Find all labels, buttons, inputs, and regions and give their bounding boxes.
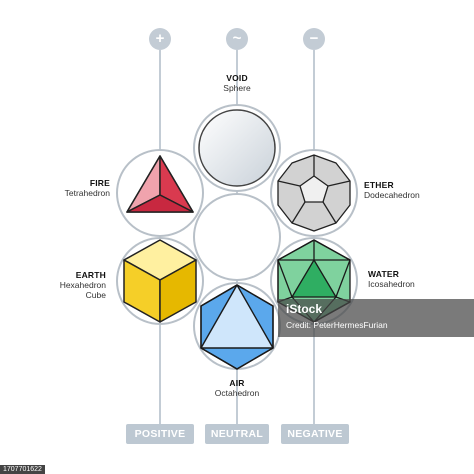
neutral-symbol: ~ — [226, 28, 248, 50]
fire-label: FIRE Tetrahedron — [40, 178, 110, 198]
earth-subtitle: Hexahedron — [59, 280, 106, 291]
positive-pill: POSITIVE — [126, 424, 194, 444]
water-label: WATER Icosahedron — [368, 269, 440, 289]
earth-subtitle-2: Cube — [85, 290, 106, 301]
water-subtitle: Icosahedron — [368, 279, 415, 290]
earth-label: EARTH Hexahedron Cube — [40, 270, 106, 301]
water-title: WATER — [368, 269, 400, 279]
watermark-logo: iStock — [286, 302, 323, 316]
watermark-credit: Credit: PeterHermesFurian — [286, 320, 388, 330]
void-subtitle: Sphere — [223, 83, 251, 94]
earth-title: EARTH — [75, 270, 106, 280]
stock-id-badge: 1707701622 — [0, 465, 45, 474]
center-ring — [193, 193, 281, 281]
air-subtitle: Octahedron — [214, 388, 260, 399]
void-title: VOID — [226, 73, 248, 83]
positive-symbol: + — [149, 28, 171, 50]
negative-symbol: − — [303, 28, 325, 50]
ether-title: ETHER — [364, 180, 394, 190]
dodecahedron-shape — [277, 154, 351, 232]
tetrahedron-shape — [126, 155, 194, 213]
air-label: AIR Octahedron — [197, 378, 277, 398]
ether-subtitle: Dodecahedron — [364, 190, 420, 201]
air-title: AIR — [229, 378, 245, 388]
fire-title: FIRE — [89, 178, 110, 188]
ether-label: ETHER Dodecahedron — [364, 180, 442, 200]
istock-watermark: iStock Credit: PeterHermesFurian — [278, 299, 474, 337]
fire-subtitle: Tetrahedron — [64, 188, 110, 199]
neutral-pill: NEUTRAL — [205, 424, 269, 444]
negative-pill: NEGATIVE — [281, 424, 349, 444]
octahedron-shape — [200, 284, 274, 370]
sphere-shape — [198, 109, 276, 187]
void-label: VOID Sphere — [197, 73, 277, 93]
cube-shape — [123, 239, 197, 323]
